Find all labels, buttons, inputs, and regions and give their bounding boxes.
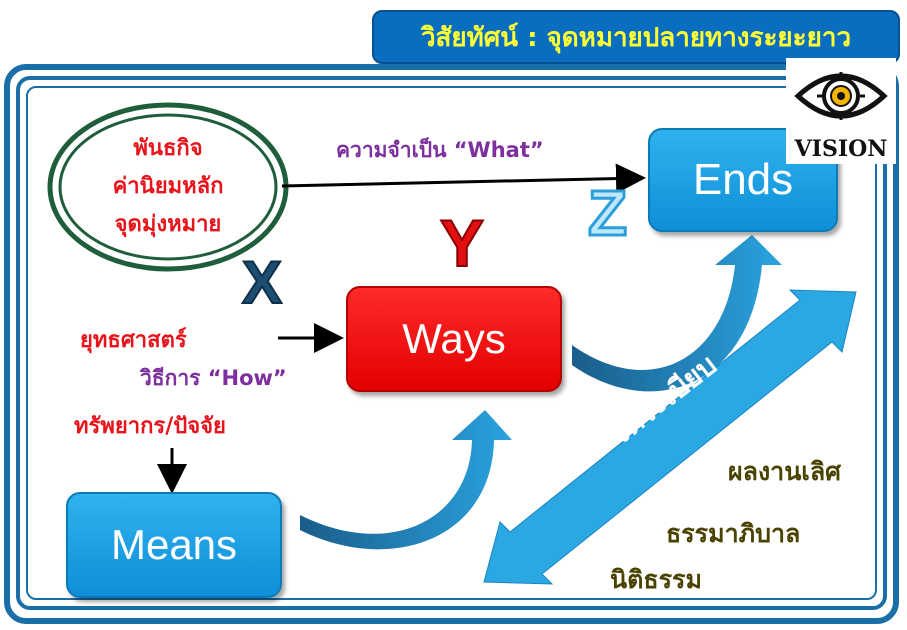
title-banner: วิสัยทัศน์ : จุดหมายปลายทางระยะยาว <box>372 10 900 64</box>
inner-frame-line <box>26 86 877 600</box>
outer-frame <box>4 64 899 624</box>
letter-z: Z <box>586 176 628 251</box>
mission-to-ends-arrow <box>281 163 646 194</box>
letter-x: X <box>241 248 283 317</box>
outcome-good-governance: ธรรมาภิบาล <box>666 519 801 548</box>
title-text: วิสัยทัศน์ : จุดหมายปลายทางระยะยาว <box>420 22 852 53</box>
means-label: Means <box>110 521 238 568</box>
mission-line-2: ค่านิยมหลัก <box>112 174 224 199</box>
resource-label: ทรัพยากร/ปัจจัย <box>74 414 226 439</box>
means-box: Means <box>66 492 282 598</box>
mission-line-3: จุดมุ่งหมาย <box>114 212 222 237</box>
align-double-arrow <box>483 289 857 585</box>
mission-line-1: พันธกิจ <box>133 136 203 161</box>
vision-label: VISION <box>794 136 888 162</box>
ways-to-ends-curve <box>572 235 782 392</box>
ways-label: Ways <box>402 315 506 362</box>
outcome-excellence: ผลงานเลิศ <box>728 457 842 486</box>
eye-icon <box>794 72 888 120</box>
means-to-ways-curve <box>300 410 512 550</box>
ways-box: Ways <box>346 286 562 392</box>
method-label: วิธีการ “How” <box>140 366 287 390</box>
mission-text: พันธกิจ ค่านิยมหลัก จุดมุ่งหมาย <box>80 130 256 244</box>
letter-y: Y <box>439 205 485 281</box>
ends-label: Ends <box>692 155 794 204</box>
outcome-rule-of-law: นิติธรรม <box>610 565 702 594</box>
vision-logo: VISION <box>786 58 896 164</box>
inner-frame <box>16 76 887 610</box>
need-label: ความจำเป็น “What” <box>336 138 544 162</box>
strategy-label: ยุทธศาสตร์ <box>80 328 187 353</box>
